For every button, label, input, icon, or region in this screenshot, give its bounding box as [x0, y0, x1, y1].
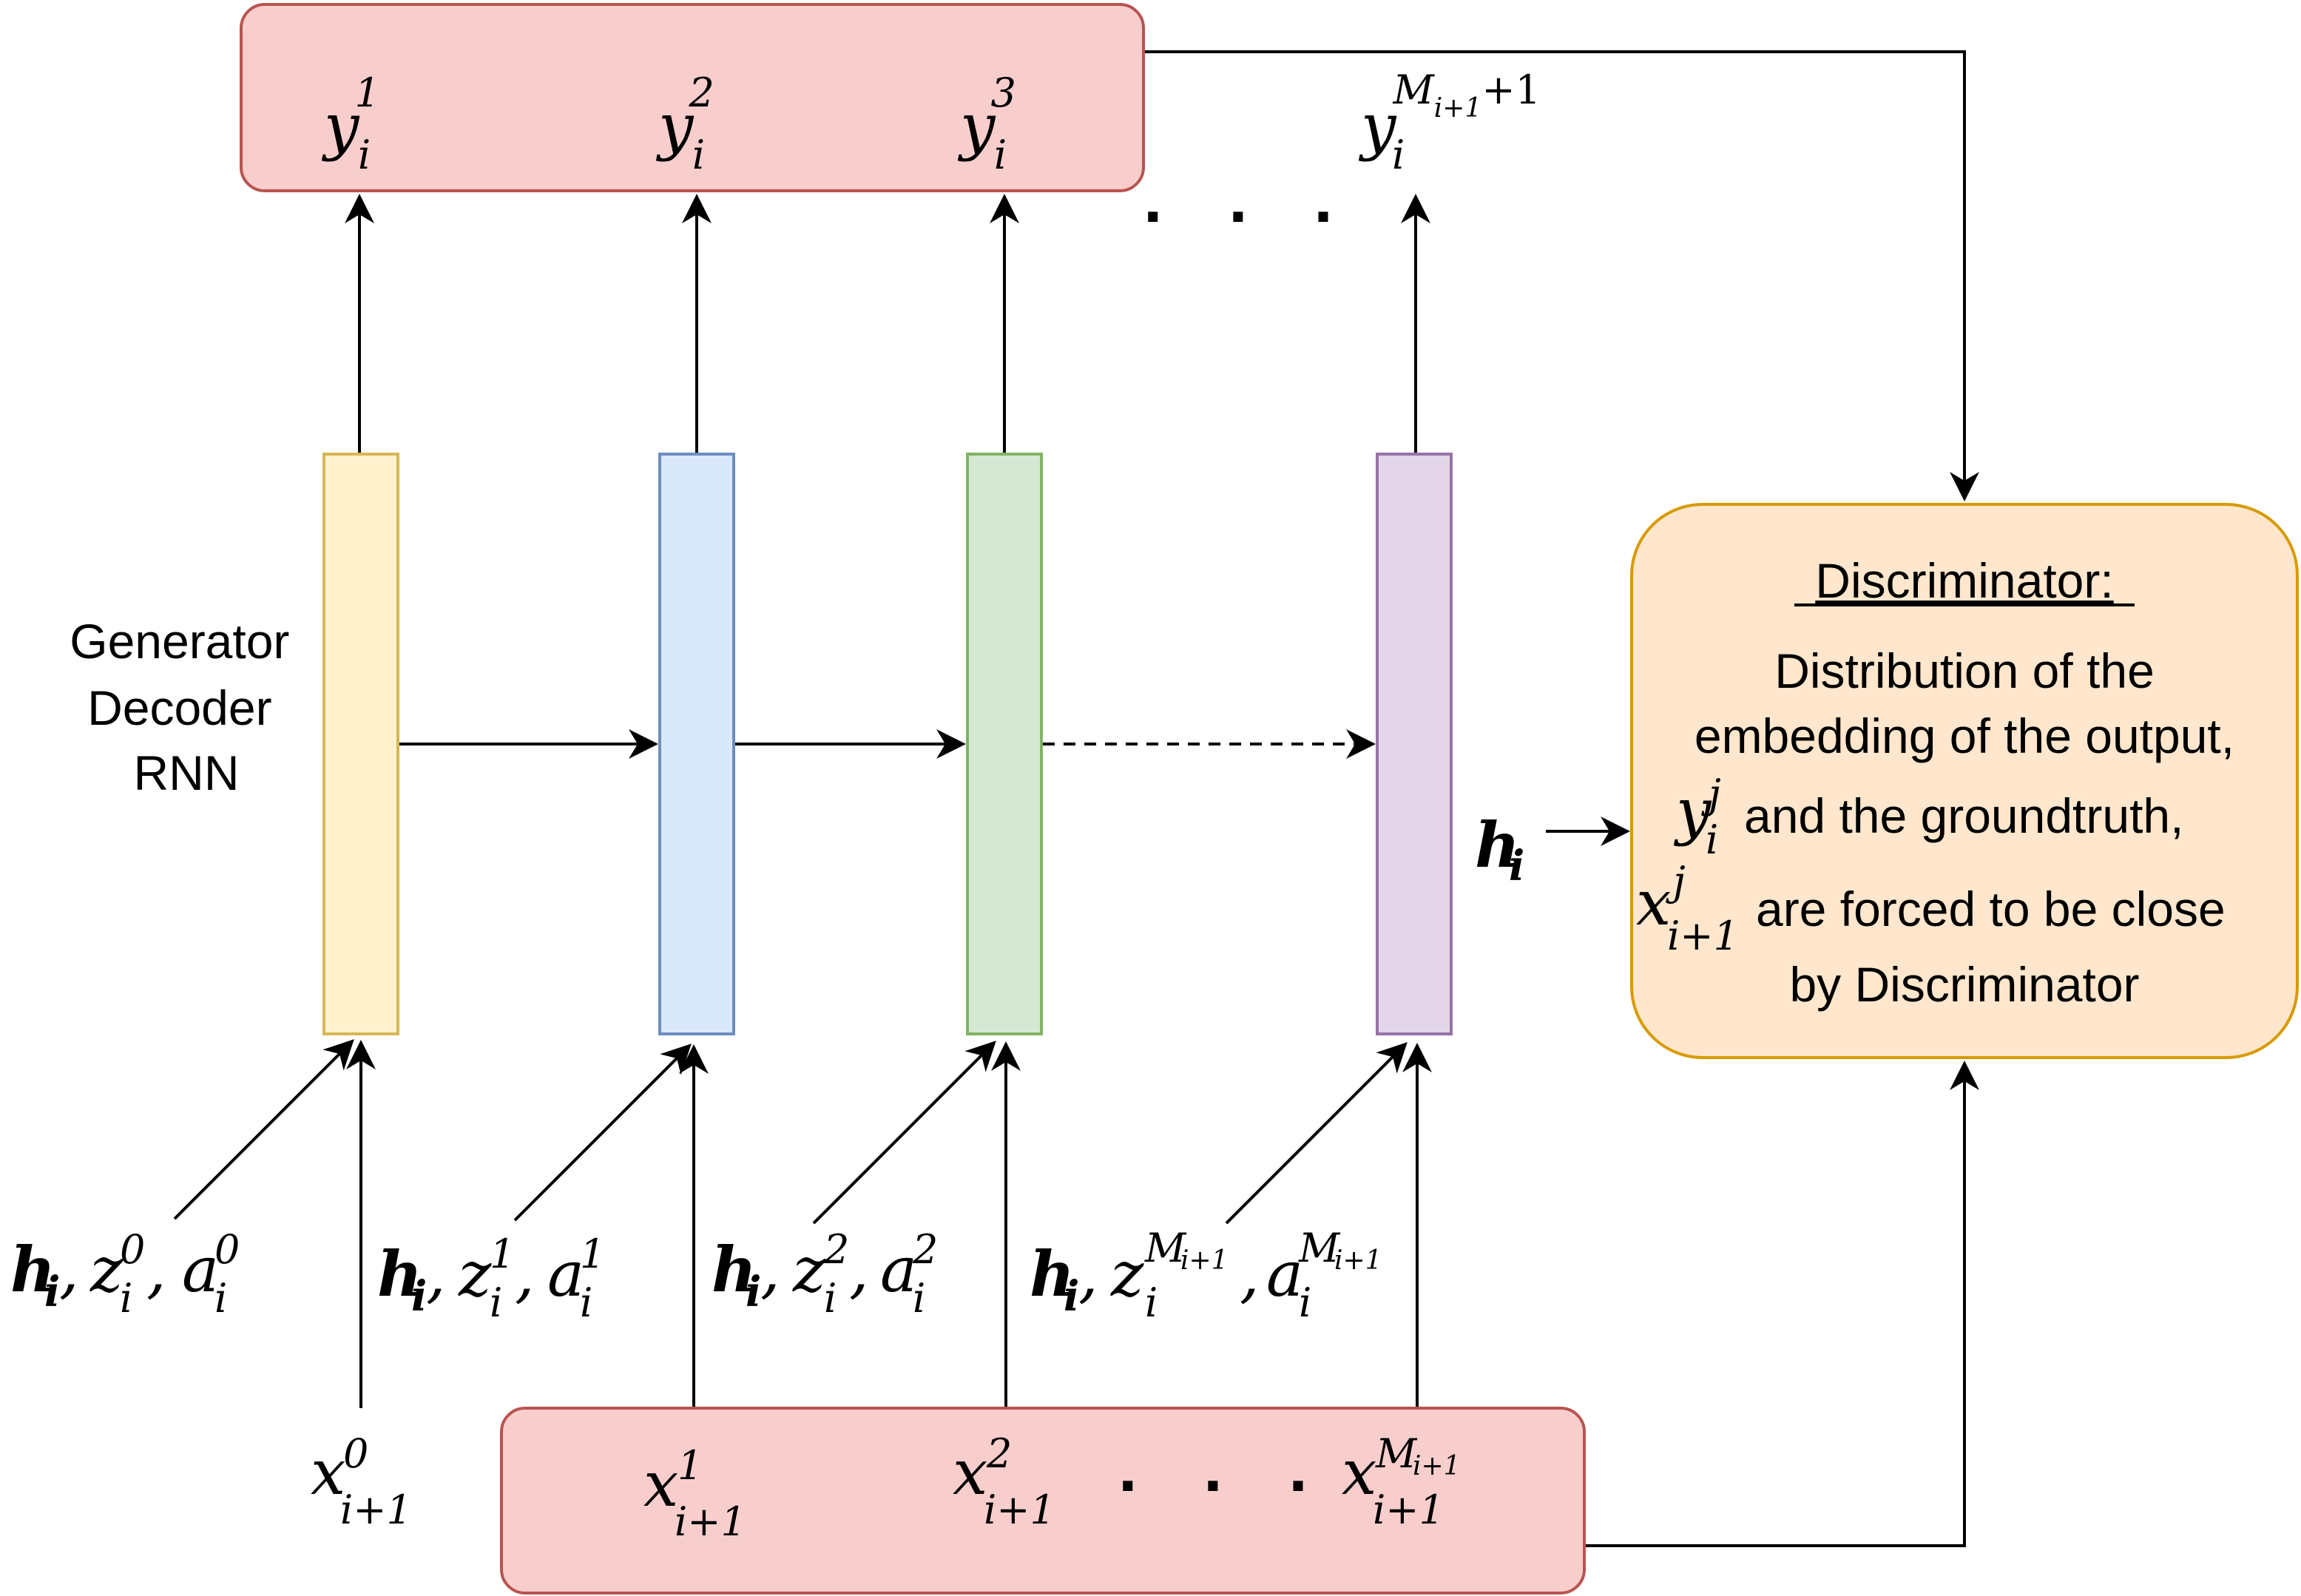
svg-text:,: , — [1078, 1238, 1098, 1311]
svg-text:i: i — [580, 1279, 592, 1326]
rnn-cell-2 — [658, 453, 735, 1035]
condition-label-3: h i , z 2 i , a 2 i — [712, 1226, 938, 1322]
svg-text:z: z — [792, 1234, 826, 1306]
rnn-cell-4 — [1376, 453, 1453, 1035]
svg-text:i: i — [1064, 1272, 1079, 1321]
svg-text:i+1: i+1 — [675, 1498, 746, 1545]
svg-text:,: , — [1240, 1238, 1260, 1311]
discriminator-line-5: by Discriminator — [1789, 957, 2139, 1012]
svg-text:x: x — [311, 1436, 345, 1509]
input-label-last: x M i+1 i+1 — [1342, 1430, 1461, 1533]
svg-text:z: z — [89, 1234, 124, 1306]
svg-text:i: i — [214, 1275, 227, 1322]
output-box — [240, 3, 1145, 192]
arrow-cond1-to-cell1 — [173, 1039, 354, 1220]
svg-text:i+1: i+1 — [1334, 1245, 1382, 1276]
svg-text:x: x — [643, 1448, 678, 1521]
svg-text:h: h — [1030, 1237, 1075, 1311]
svg-text:,: , — [146, 1234, 166, 1306]
output-ellipsis: . . . — [1143, 161, 1356, 237]
svg-text:0: 0 — [214, 1226, 240, 1273]
input-box — [500, 1407, 1586, 1595]
generator-label: Generator Decoder RNN — [70, 614, 303, 800]
discriminator-x-symbol: x — [1636, 867, 1671, 939]
input-label-0: x 0 i+1 — [311, 1430, 412, 1533]
svg-text:z: z — [458, 1238, 492, 1311]
svg-text:i: i — [824, 1275, 837, 1322]
svg-text:h: h — [10, 1233, 55, 1306]
svg-text:i: i — [120, 1275, 132, 1322]
rnn-cell-3 — [966, 453, 1043, 1035]
hidden-label: h — [1475, 808, 1520, 882]
svg-text:M: M — [1144, 1225, 1187, 1271]
discriminator-y-symbol: y — [1673, 775, 1712, 848]
arrow-input-to-discriminator — [1586, 1061, 1979, 1547]
discriminator-x-sub: i+1 — [1667, 913, 1739, 959]
arrow-output-to-discriminator — [1145, 50, 1979, 501]
input-label-2: x 2 i+1 — [953, 1430, 1055, 1533]
svg-text:h: h — [712, 1233, 757, 1306]
svg-text:a: a — [1266, 1238, 1303, 1311]
svg-text:i: i — [746, 1268, 761, 1316]
arrow-cond3-to-cell3 — [812, 1041, 996, 1225]
svg-text:x: x — [1342, 1436, 1376, 1509]
input-label-1: x 1 i+1 — [643, 1442, 746, 1545]
svg-text:,: , — [515, 1238, 535, 1311]
hidden-label-sub: i — [1509, 842, 1524, 890]
svg-text:i+1: i+1 — [984, 1487, 1055, 1533]
rnn-cell-1 — [322, 453, 399, 1035]
svg-text:i: i — [1145, 1279, 1158, 1326]
svg-text:i: i — [490, 1279, 502, 1326]
svg-text:x: x — [953, 1436, 987, 1509]
svg-text:2: 2 — [986, 1430, 1012, 1477]
condition-label-1: h i , z 0 i , a 0 i — [10, 1226, 240, 1322]
svg-text:i: i — [913, 1275, 925, 1322]
discriminator-line-4: are forced to be close — [1756, 882, 2226, 936]
svg-text:,: , — [426, 1238, 446, 1311]
discriminator-line-3: and the groundtruth, — [1744, 788, 2183, 843]
svg-text:i+1: i+1 — [1180, 1245, 1229, 1276]
discriminator-y-sub: i — [1706, 816, 1718, 863]
svg-text:,: , — [760, 1234, 780, 1306]
svg-text:1: 1 — [580, 1231, 605, 1277]
svg-text:,: , — [849, 1234, 869, 1306]
arrow-cond2-to-cell2 — [513, 1044, 692, 1222]
svg-text:2: 2 — [912, 1226, 938, 1273]
svg-text:,: , — [59, 1234, 79, 1306]
svg-text:0: 0 — [343, 1430, 368, 1477]
condition-label-2: h i , z 1 i , a 1 i — [377, 1231, 605, 1326]
discriminator-title: Discriminator: — [1815, 553, 2113, 608]
svg-text:i+1: i+1 — [340, 1487, 412, 1533]
svg-text:z: z — [1110, 1238, 1144, 1311]
svg-text:i: i — [1299, 1279, 1311, 1326]
condition-label-last: h i , z M i+1 i , a M i+1 i — [1030, 1225, 1382, 1326]
svg-text:M: M — [1298, 1225, 1341, 1271]
svg-text:a: a — [547, 1238, 584, 1311]
svg-text:i: i — [44, 1268, 60, 1316]
input-ellipsis: . . . — [1118, 1430, 1331, 1506]
svg-text:1: 1 — [678, 1442, 703, 1489]
svg-text:i+1: i+1 — [1373, 1487, 1445, 1533]
discriminator-line-1: Distribution of the — [1774, 643, 2155, 698]
svg-text:M: M — [1375, 1430, 1418, 1477]
svg-text:i: i — [411, 1272, 427, 1321]
arrow-cond4-to-cell4 — [1225, 1042, 1408, 1225]
svg-text:2: 2 — [823, 1226, 849, 1273]
svg-text:a: a — [182, 1234, 219, 1306]
svg-text:0: 0 — [120, 1226, 145, 1273]
output-label-last: yMi+1+1 — [1358, 67, 1541, 163]
svg-text:1: 1 — [490, 1231, 515, 1277]
svg-text:h: h — [377, 1237, 422, 1311]
svg-text:a: a — [880, 1234, 917, 1306]
discriminator-line-2: embedding of the output, — [1695, 709, 2234, 763]
discriminator-box — [1630, 503, 2299, 1059]
svg-text:i+1: i+1 — [1413, 1451, 1461, 1481]
output-label-last-sub: i — [1392, 132, 1405, 178]
